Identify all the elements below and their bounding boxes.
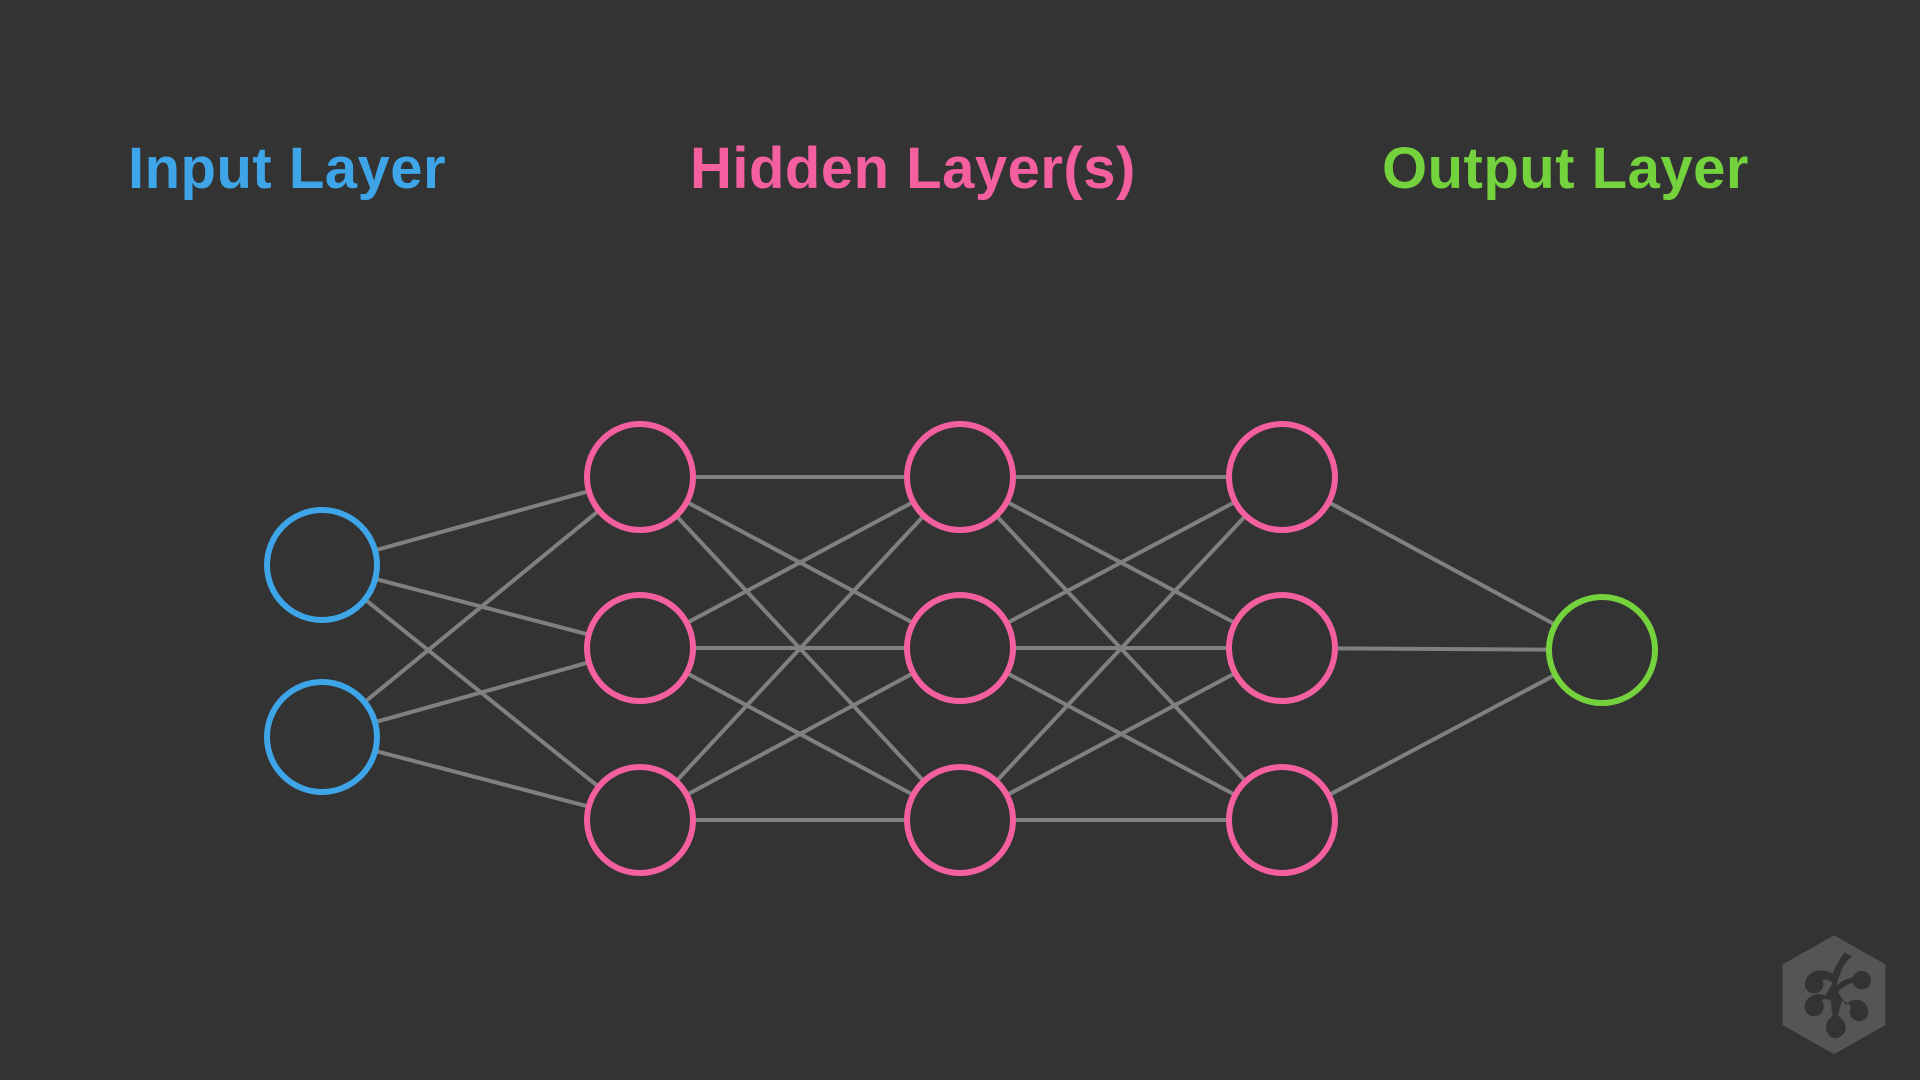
neuron-node-hidden2: [904, 421, 1016, 533]
neuron-node-hidden1: [584, 592, 696, 704]
neuron-node-hidden1: [584, 764, 696, 876]
connection-edge: [374, 660, 590, 725]
neuron-node-output: [1546, 594, 1658, 706]
output-layer-label: Output Layer: [1382, 136, 1749, 201]
connection-edge: [1005, 500, 1237, 625]
hidden-layer-label: Hidden Layer(s): [690, 136, 1136, 201]
connection-edge: [374, 748, 590, 809]
neuron-node-hidden3: [1226, 592, 1338, 704]
neuron-node-input: [264, 679, 380, 795]
connection-edge: [374, 489, 590, 553]
connection-edge: [685, 500, 915, 625]
neuron-node-hidden2: [904, 592, 1016, 704]
brand-watermark-logo: [1782, 935, 1886, 1055]
neuron-nodes: [264, 421, 1658, 876]
neuron-node-hidden1: [584, 421, 696, 533]
connection-edge: [674, 514, 926, 783]
connection-edge: [1005, 671, 1237, 797]
connection-edge: [363, 508, 601, 704]
connection-edges: [363, 475, 1557, 822]
connection-edge: [685, 671, 915, 797]
input-layer-label: Input Layer: [128, 136, 447, 201]
neuron-node-hidden3: [1226, 421, 1338, 533]
neuron-node-input: [264, 507, 380, 623]
neuron-node-hidden3: [1226, 764, 1338, 876]
connection-edge: [1334, 646, 1550, 652]
connection-edge: [994, 514, 1248, 783]
connection-edge: [1327, 500, 1557, 627]
neuron-node-hidden2: [904, 764, 1016, 876]
connection-edge: [1327, 673, 1557, 797]
neuron-glyph-icon: [1804, 952, 1871, 1039]
